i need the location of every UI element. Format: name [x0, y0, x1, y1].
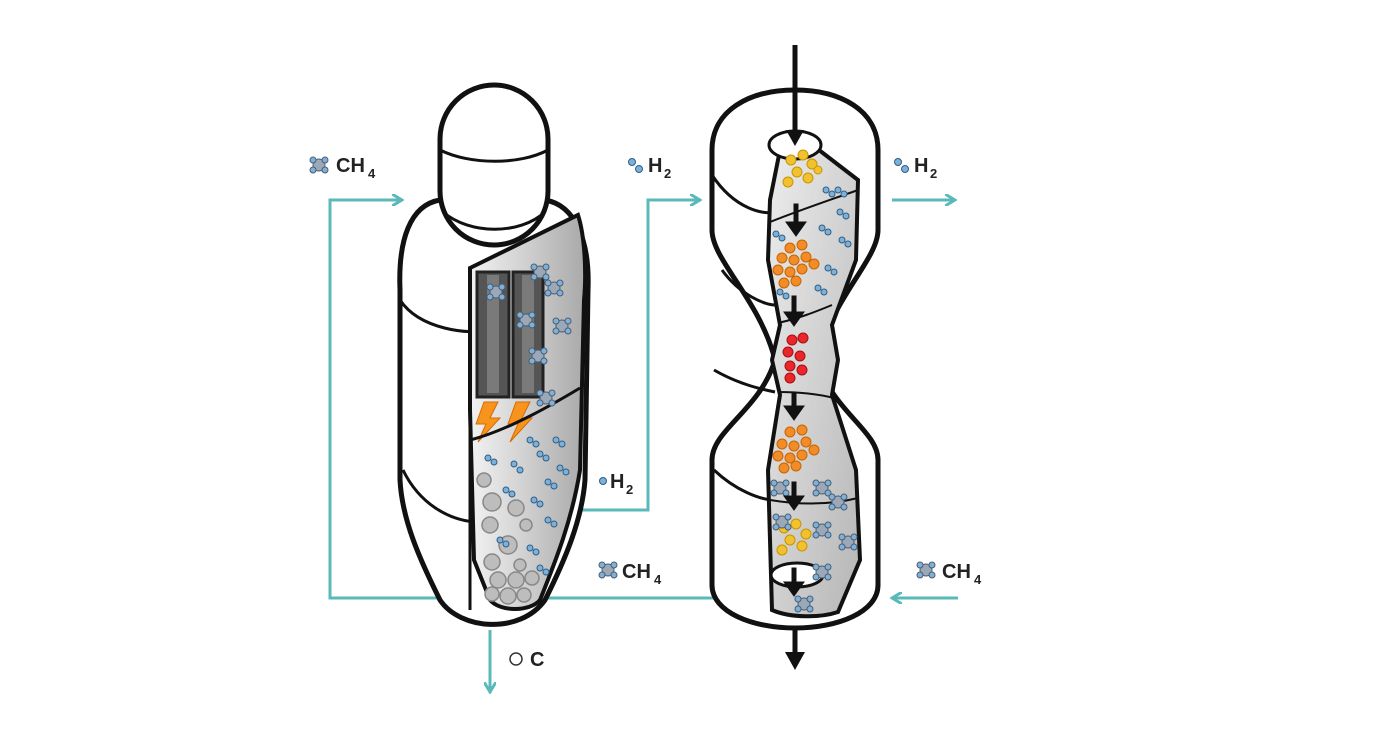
h2-outlet-sub: 2 — [626, 482, 633, 497]
flow-lines — [328, 200, 958, 692]
moving-bed-cutaway — [765, 129, 863, 619]
carbon-output-text: C — [530, 649, 544, 671]
ch4-feed-sub: 4 — [368, 166, 376, 181]
ch4-feed-line — [328, 200, 440, 600]
ch4-right-feed-label: CH 4 — [916, 561, 982, 587]
ch4-recycle-label: CH 4 — [598, 561, 662, 587]
h2-outlet-text: H — [610, 471, 624, 493]
ch4-recycle-text: CH — [622, 561, 651, 583]
electrode-pair — [475, 270, 545, 399]
h2-product-label: H 2 — [894, 155, 937, 181]
orange-particles-lower — [772, 424, 820, 474]
h2-molecules-right — [772, 186, 852, 300]
plasma-reactor-cap — [437, 82, 551, 248]
ch4-molecules-left — [486, 263, 572, 407]
carbon-particles — [476, 472, 540, 605]
ch4-feed-text: CH — [336, 155, 365, 177]
hydrogen-molecule-icon — [628, 158, 643, 173]
orange-particles-upper — [772, 239, 820, 289]
ch4-feed-label: CH 4 — [309, 155, 376, 181]
h2-transfer-sub: 2 — [664, 166, 671, 181]
h2-transfer-line — [575, 200, 700, 512]
hydrogen-molecule-icon — [894, 158, 909, 173]
methane-molecule-icon — [598, 561, 618, 579]
h2-transfer-text: H — [648, 155, 662, 177]
carbon-particle-icon — [509, 652, 523, 666]
yellow-particles-top — [782, 149, 823, 188]
plasma-reactor-cutaway — [468, 212, 588, 611]
methane-molecule-icon — [916, 561, 936, 579]
ch4-molecules-right — [770, 479, 858, 613]
h2-transfer-label: H 2 — [628, 155, 671, 181]
carbon-output-label: C — [509, 649, 544, 671]
solids-flow-arrows — [783, 203, 807, 597]
ch4-right-feed-sub: 4 — [974, 572, 982, 587]
methane-molecule-icon — [309, 156, 329, 174]
main-solids-arrow — [785, 45, 805, 670]
ch4-recycle-sub: 4 — [654, 572, 662, 587]
h2-outlet-label: H 2 — [599, 471, 633, 497]
h2-product-sub: 2 — [930, 166, 937, 181]
ch4-right-feed-text: CH — [942, 561, 971, 583]
h2-molecules-left — [484, 436, 570, 576]
h2-product-text: H — [914, 155, 928, 177]
red-particles — [782, 332, 809, 384]
hydrogen-molecule-icon — [599, 477, 607, 485]
